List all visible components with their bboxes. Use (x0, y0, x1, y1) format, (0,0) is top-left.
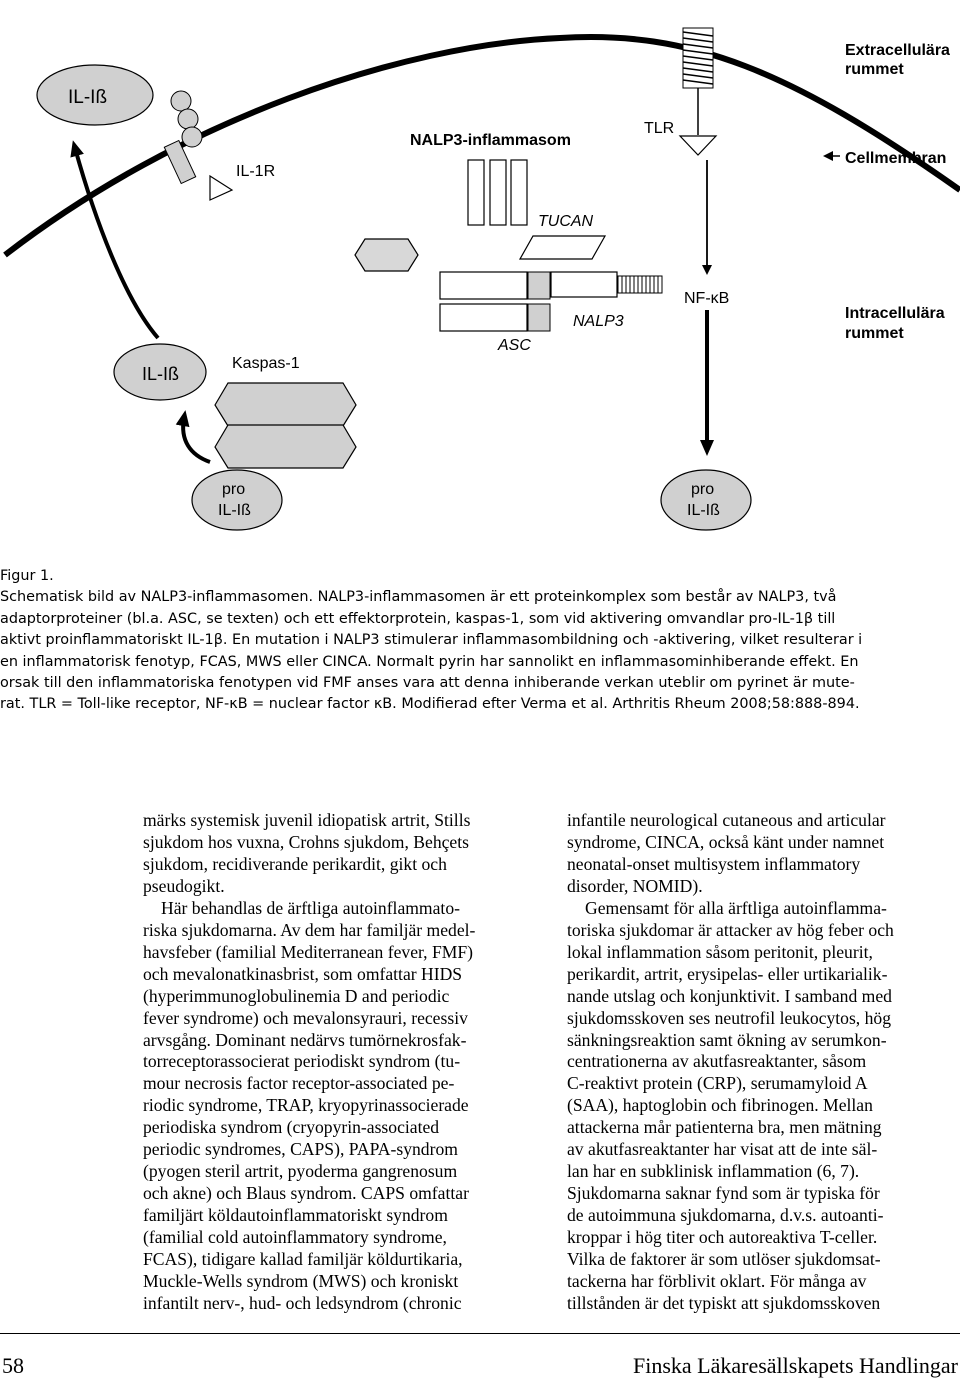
body-line: de autoimmuna sjukdomarna, d.v.s. autoan… (567, 1205, 884, 1226)
intracellular-label-line2: rummet (845, 325, 904, 342)
tlr-label: TLR (644, 120, 674, 137)
body-line: periodic syndromes, CAPS), PAPA-syndrom (143, 1139, 458, 1160)
nalp3-label: NALP3 (573, 313, 624, 330)
body-column-right: infantile neurological cutaneous and art… (567, 810, 954, 1315)
tucan-complex (354, 159, 607, 272)
body-line: nande utslag och konjunktivit. I samband… (567, 985, 892, 1006)
tucan-label: TUCAN (538, 213, 594, 230)
body-line: Sjukdomarna saknar fynd som är typiska f… (567, 1183, 880, 1204)
tlr-receptor (678, 27, 718, 156)
body-line: tackerna har förblivit oklart. För många… (567, 1271, 867, 1292)
caspase1-complex (214, 382, 357, 469)
body-line: (familial cold autoinflammatory syndrome… (143, 1227, 447, 1248)
inflammasome-title: NALP3-inflammasom (410, 132, 571, 149)
footer-rule (0, 1333, 960, 1334)
extracellular-label-line2: rummet (845, 61, 904, 78)
caption-line: Figur 1. (0, 568, 54, 584)
body-line: torreceptorassocierat periodiskt syndrom… (143, 1051, 461, 1072)
body-line: och mevalonatkinasbrist, som omfattar HI… (143, 963, 463, 984)
body-line: märks systemisk juvenil idiopatisk artri… (143, 810, 471, 830)
asc-label: ASC (497, 337, 531, 354)
body-line: riodic syndrome, TRAP, kryopyrinassocier… (143, 1095, 469, 1116)
caption-line: orsak till den inflammatoriska fenotypen… (0, 675, 855, 692)
body-line: lokal inflammation såsom peritonit, pleu… (567, 941, 873, 962)
body-line: neonatal-onset multisystem inflammatory (567, 853, 861, 874)
body-line: toriska sjukdomar är attacker av hög feb… (567, 919, 894, 940)
body-line: pseudogikt. (143, 875, 225, 896)
body-column-left: märks systemisk juvenil idiopatisk artri… (143, 810, 531, 1315)
asc-nalp3-complex (439, 271, 663, 332)
cellmembrane-label: Cellmembran (845, 150, 946, 167)
pro-il1b-left-line1: pro (222, 481, 245, 498)
body-line: (hyperimmunoglobulinemia D and periodic (143, 985, 450, 1006)
intracellular-label-line1: Intracellulära (845, 305, 945, 322)
secretion-arrow (70, 140, 160, 340)
il1b-intracellular-label: IL-Iß (142, 364, 179, 384)
il1r-label: IL-1R (236, 163, 275, 180)
caption-line: rat. TLR = Toll-like receptor, NF-κB = n… (0, 696, 860, 713)
nfkb-label: NF-κB (684, 290, 729, 307)
body-line: syndrome, CINCA, också känt under namnet (567, 831, 885, 852)
cleavage-arrow (175, 410, 211, 464)
body-line: arvsgång. Dominant nedärvs tumörnekrosfa… (143, 1029, 467, 1050)
body-line: periodiska syndrom (cryopyrin-associated (143, 1117, 440, 1138)
body-line: tillstånden är det typiskt att sjukdomss… (567, 1292, 881, 1313)
body-line: centrationerna av akutfasreaktanter, sås… (567, 1051, 867, 1072)
body-line: kroppar i hög titer och autoreaktiva T-c… (567, 1227, 878, 1248)
pro-il1b-left-line2: IL-Iß (218, 502, 251, 519)
caption-line: adaptorproteiner (bl.a. ASC, se texten) … (0, 610, 836, 627)
page-number: 58 (2, 1353, 24, 1378)
il1b-extracellular (36, 64, 154, 126)
pro-il1b-right-line1: pro (691, 481, 714, 498)
body-line: Muckle-Wells syndrom (MWS) och kroniskt (143, 1271, 459, 1292)
body-line: sänkningsreaktion samt ökning av serumko… (567, 1029, 887, 1050)
body-line: FCAS), tidigare kallad familjär köldurti… (143, 1249, 463, 1270)
body-line: attackerna mår patienterna bra, men mätn… (567, 1117, 882, 1138)
caption-line: aktivt proinflammatoriskt IL-1β. En muta… (0, 632, 863, 649)
body-line: fever syndrome) och mevalonsyrauri, rece… (143, 1007, 468, 1028)
body-line: av akutfasreaktanter har visat att de in… (567, 1139, 878, 1160)
body-line: perikardit, artrit, erysipelas- eller ur… (567, 963, 888, 984)
caption-line: Schematisk bild av NALP3-inflammasomen. … (0, 589, 837, 606)
body-line: sjukdom hos vuxna, Crohns sjukdom, Behçe… (143, 831, 469, 852)
caspase1-label: Kaspas-1 (232, 355, 300, 372)
body-line: Gemensamt för alla ärftliga autoinflamma… (585, 897, 887, 918)
body-line: infantile neurological cutaneous and art… (567, 810, 886, 830)
body-line: C-reaktivt protein (CRP), serumamyloid A (567, 1073, 868, 1094)
body-line: infantilt nerv-, hud- och ledsyndrom (ch… (143, 1292, 462, 1313)
body-line: och akne) och Blaus syndrom. CAPS omfatt… (143, 1183, 469, 1204)
caption-line: en inflammatorisk fenotyp, FCAS, MWS ell… (0, 653, 859, 670)
body-line: disorder, NOMID). (567, 875, 703, 896)
body-line: riska sjukdomarna. Av dem har familjär m… (143, 919, 476, 940)
il1b-extracellular-label: IL-Iß (68, 87, 107, 108)
body-line: Vilka de faktorer är som utlöser sjukdom… (567, 1249, 881, 1270)
body-line: sjukdom, recidiverande perikardit, gikt … (143, 853, 447, 874)
body-line: lan har en subklinisk inflammation (6, 7… (567, 1161, 860, 1182)
nalp3-inflammasome-diagram: IL-Iß IL-1R NALP3-inflammasom TLR Extrac… (3, 27, 960, 531)
il1r-receptor (163, 90, 234, 201)
body-line: mour necrosis factor receptor-associated… (143, 1073, 455, 1094)
pro-il1b-right-line2: IL-Iß (687, 502, 720, 519)
pro-il1b-left (191, 469, 283, 531)
body-line: havsfeber (familial Mediterranean fever,… (143, 941, 474, 962)
body-line: (pyogen steril artrit, pyoderma gangreno… (143, 1161, 458, 1182)
pro-il1b-right (660, 469, 752, 531)
body-line: (SAA), haptoglobin och fibrinogen. Mella… (567, 1095, 873, 1116)
journal-name: Finska Läkaresällskapets Handlingar (632, 1353, 958, 1378)
extracellular-label-line1: Extracellulära (845, 42, 950, 59)
body-line: Här behandlas de ärftliga autoinflammato… (161, 897, 460, 918)
figure-caption: Figur 1. Schematisk bild av NALP3-inflam… (0, 566, 945, 716)
il1b-intracellular (113, 343, 207, 401)
body-line: familjärt köldautoinflammatoriskt syndro… (143, 1205, 448, 1226)
body-line: sjukdomsskoven ses neutrofil leukocytos,… (567, 1007, 891, 1028)
